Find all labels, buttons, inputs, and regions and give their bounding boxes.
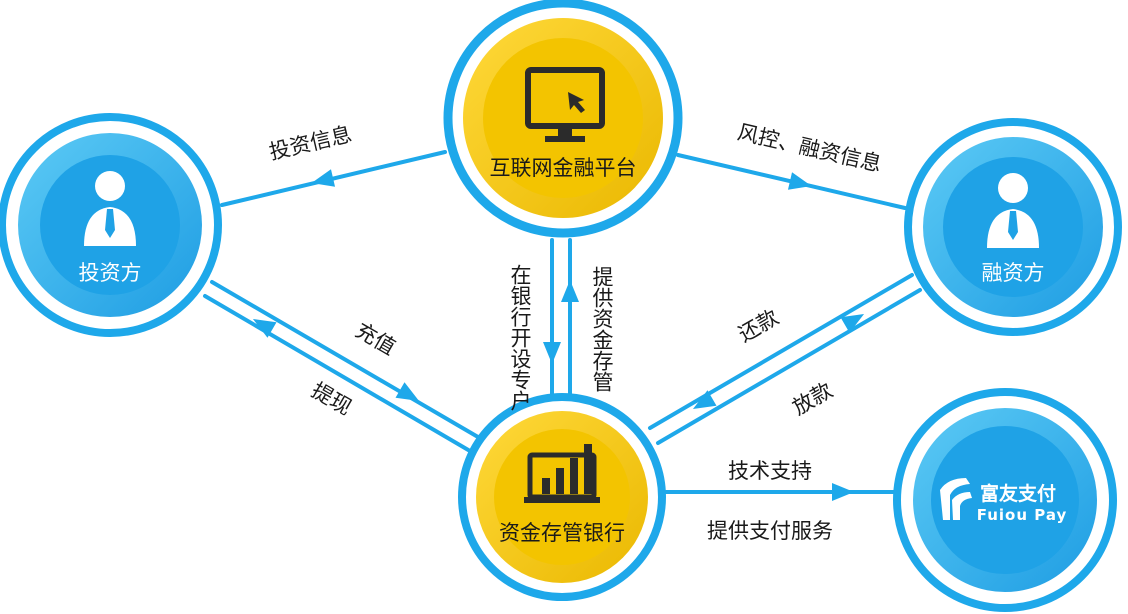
edge-label-payment-service: 提供支付服务 xyxy=(707,519,833,543)
arrow-repay xyxy=(692,390,717,409)
monitor-cursor-icon xyxy=(525,67,605,142)
arrow-down-to-bank xyxy=(543,342,561,364)
businessman-icon xyxy=(84,171,136,246)
edge-label-tech-support: 技术支持 xyxy=(728,459,812,483)
arrow-to-borrower xyxy=(787,172,812,190)
arrow-recharge xyxy=(395,382,420,401)
edge-label-loan: 放款 xyxy=(788,378,836,420)
edge-label-recharge: 充值 xyxy=(351,318,399,360)
bank-label: 资金存管银行 xyxy=(499,521,625,545)
arrow-up-to-platform xyxy=(561,280,579,302)
laptop-bar-chart-icon xyxy=(524,444,600,503)
line-borrower-bank-upper xyxy=(648,273,914,430)
edge-label-open-account: 在银行开设专户 xyxy=(508,264,532,411)
edge-label-withdraw: 提现 xyxy=(307,378,355,420)
line-borrower-bank-lower xyxy=(656,288,922,445)
node-bank: 资金存管银行 xyxy=(458,393,666,601)
platform-label: 互联网金融平台 xyxy=(490,156,637,180)
businessman-icon xyxy=(987,173,1039,248)
arrow-to-investor xyxy=(311,169,336,187)
line-investor-bank-upper xyxy=(210,280,480,439)
borrower-label: 融资方 xyxy=(982,261,1045,285)
edge-label-provide-custody: 提供资金存管 xyxy=(590,266,614,392)
edge-label-invest-info: 投资信息 xyxy=(267,122,354,164)
line-platform-investor xyxy=(220,150,447,207)
node-borrower: 融资方 xyxy=(904,118,1122,336)
fuiou-logo-icon xyxy=(940,478,972,520)
arrowheads xyxy=(252,169,865,501)
fuiou-logo-en: Fuiou Pay xyxy=(977,506,1068,524)
line-investor-bank-lower xyxy=(203,294,472,453)
edge-label-risk-info: 风控、融资信息 xyxy=(735,120,884,176)
arrow-to-fuiou xyxy=(832,483,854,501)
arrow-loan xyxy=(840,314,865,333)
edge-label-repay: 还款 xyxy=(734,305,782,347)
fuiou-logo-cn: 富友支付 xyxy=(980,482,1056,505)
node-fuiou: 富友支付 Fuiou Pay xyxy=(893,388,1117,612)
arrow-withdraw xyxy=(252,319,277,338)
connection-lines xyxy=(203,150,922,494)
node-platform: 互联网金融平台 xyxy=(443,0,683,238)
investor-label: 投资方 xyxy=(79,261,142,285)
node-investor: 投资方 xyxy=(0,113,222,337)
